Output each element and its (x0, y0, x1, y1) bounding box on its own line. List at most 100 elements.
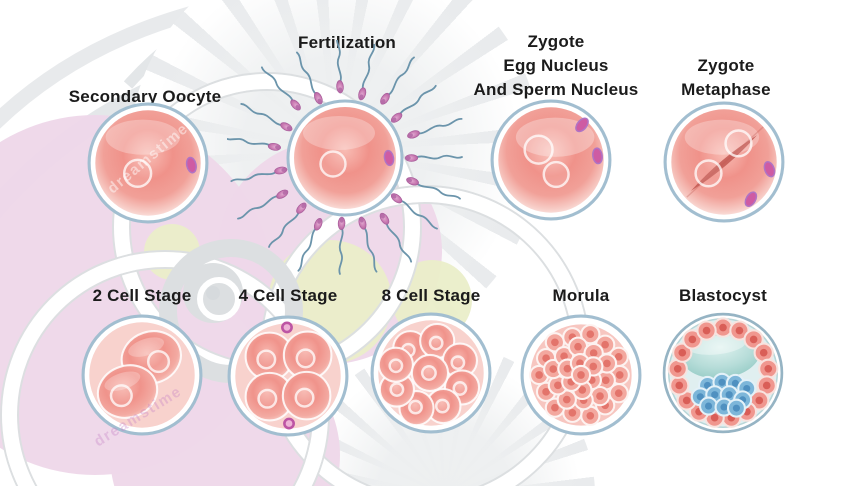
trophoblast-cell-center (719, 323, 727, 332)
inner-mass-cell-center (711, 391, 719, 399)
morula-cell-center (596, 392, 604, 400)
morula-cell-center (577, 371, 585, 379)
green-circle-decoration (144, 224, 200, 280)
nucleus (428, 335, 444, 351)
morula-cell-center (568, 408, 577, 417)
figure-eight-cell-stage (370, 312, 492, 434)
blastomere (410, 353, 450, 393)
morula-cell-center (542, 354, 550, 363)
label-four-cell-stage: 4 Cell Stage (188, 284, 388, 308)
inner-mass-cell-center (725, 391, 733, 399)
trophoblast-cell-center (759, 348, 768, 357)
highlight (515, 117, 595, 157)
cytoplasm (498, 107, 604, 213)
sperm-icon (356, 214, 380, 274)
nucleus (420, 365, 437, 381)
label-text: Zygote (527, 32, 585, 51)
morula-cell-center (589, 362, 598, 371)
label-two-cell-stage: 2 Cell Stage (42, 284, 242, 308)
trophoblast-cell-center (735, 326, 744, 335)
morula-cell-center (589, 349, 598, 357)
sperm-icon (388, 83, 440, 126)
nucleus (256, 349, 277, 370)
sperm-icon (377, 54, 417, 108)
label-zygote-egg-sperm-nucleus: Zygote Egg Nucleus And Sperm Nucleus (436, 30, 676, 102)
inner-mass-cell-center (720, 403, 728, 411)
inner-mass-cell-center (718, 378, 726, 386)
sperm-icon (377, 210, 416, 264)
sperm-icon (356, 43, 380, 103)
morula-cell-center (614, 353, 623, 361)
trophoblast-cell-center (764, 364, 773, 373)
label-fertilization: Fertilization (247, 31, 447, 55)
trophoblast-cell-center (710, 413, 719, 422)
trophoblast-cell-center (702, 326, 711, 335)
nucleus (295, 348, 316, 369)
label-morula: Morula (481, 284, 681, 308)
label-zygote-metaphase: Zygote Metaphase (626, 54, 826, 102)
sperm-icon (257, 64, 304, 114)
nucleus (122, 158, 153, 189)
nucleus (257, 388, 278, 409)
figure-four-cell-stage (227, 315, 349, 437)
figure-zygote-egg-sperm-nucleus (490, 99, 612, 221)
blastomeres (96, 330, 182, 419)
sperm-icon (295, 215, 325, 274)
sperm-icon (235, 187, 291, 224)
label-blastocyst: Blastocyst (623, 284, 823, 308)
trophoblast-cell-center (678, 348, 687, 357)
polar-body (281, 321, 293, 334)
nucleus (319, 150, 347, 178)
inner-mass-cell-center (743, 384, 751, 393)
trophoblast-cell-center (749, 335, 758, 344)
polar-body (383, 149, 395, 167)
trophoblast-cell-center (673, 364, 682, 373)
nucleus (724, 129, 753, 158)
nucleus (434, 398, 450, 414)
trophoblast-cell-center (682, 396, 691, 405)
sperm-icon (229, 164, 289, 185)
highlight (104, 371, 141, 391)
label-text: Blastocyst (679, 286, 767, 305)
highlight (105, 119, 181, 155)
morula-cell-center (549, 365, 558, 373)
nucleus (452, 381, 468, 396)
morula-cell-center (615, 371, 624, 379)
morula-cell-center (603, 359, 611, 368)
label-eight-cell-stage: 8 Cell Stage (331, 284, 531, 308)
morula-cells (529, 324, 630, 426)
metaphase-spindle (690, 135, 758, 191)
morula-cell-center (542, 387, 550, 396)
sperm-icon (403, 153, 463, 163)
trophoblast-cell-center (762, 381, 771, 390)
label-text: Fertilization (298, 33, 396, 52)
inner-mass-cell-center (731, 379, 739, 387)
morula-cell-center (562, 395, 571, 404)
label-text: 8 Cell Stage (381, 286, 481, 305)
morula-cell-center (554, 381, 562, 390)
morula-cell-center (586, 411, 595, 420)
morula-cell-center (535, 371, 543, 379)
egg-nucleus (523, 134, 554, 165)
figure-blastocyst (662, 312, 784, 434)
figure-zygote-metaphase (663, 101, 785, 223)
label-text: Egg Nucleus (503, 56, 609, 75)
label-text: 4 Cell Stage (238, 286, 338, 305)
sperm-nucleus (542, 160, 570, 189)
label-text: Morula (552, 286, 610, 305)
blastomeres (377, 322, 481, 427)
label-secondary-oocyte: Secondary Oocyte (25, 85, 265, 109)
trophoblast-cell-center (675, 381, 684, 390)
figure-two-cell-stage (81, 314, 203, 436)
inner-cell-mass (690, 372, 757, 418)
highlight (303, 116, 375, 150)
figure-fertilization (227, 40, 463, 275)
label-text: 2 Cell Stage (92, 286, 192, 305)
sperm-icon (334, 215, 347, 275)
polar-body (283, 417, 295, 430)
morula-cell-center (551, 338, 559, 347)
polar-body (185, 156, 197, 174)
nucleus (389, 382, 405, 397)
morula-cell-center (560, 352, 568, 361)
polar-body (592, 147, 603, 165)
